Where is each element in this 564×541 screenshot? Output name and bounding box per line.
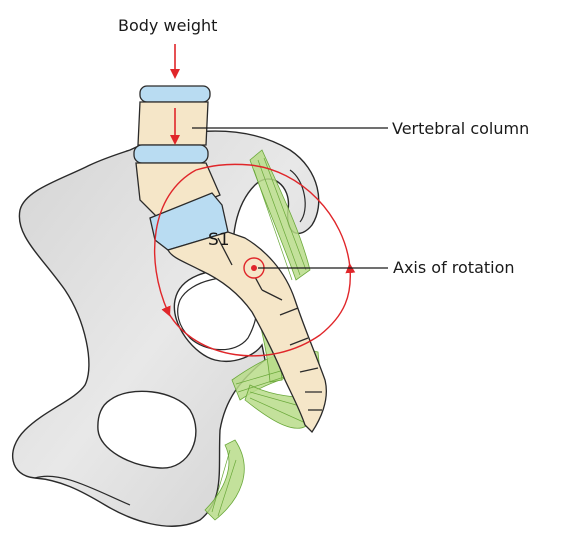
vertebral-column-label: Vertebral column [392, 121, 529, 137]
disc-1 [140, 86, 210, 102]
vertebra-1 [138, 102, 208, 145]
s1-label: S1 [208, 232, 230, 249]
body-weight-label: Body weight [118, 18, 217, 34]
axis-of-rotation-label: Axis of rotation [393, 260, 515, 276]
disc-2 [134, 145, 208, 163]
